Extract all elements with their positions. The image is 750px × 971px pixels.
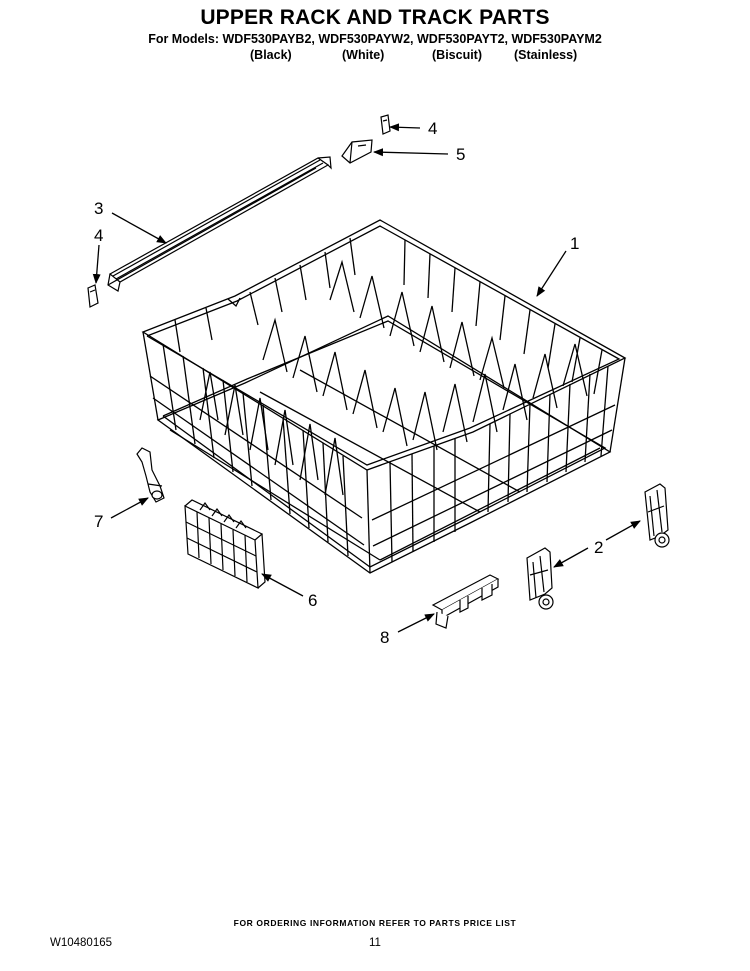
variant-stainless: (Stainless) [514, 48, 578, 62]
document-number: W10480165 [50, 937, 113, 949]
rack-roller-right [644, 483, 670, 548]
callout-4-top: 4 [428, 119, 437, 138]
leader-lines [92, 123, 641, 633]
page-number: 11 [369, 937, 381, 949]
track-end-cap-bottom [87, 284, 99, 308]
ordering-note: FOR ORDERING INFORMATION REFER TO PARTS … [233, 918, 517, 928]
tine-row-insert [184, 499, 266, 589]
models-line: For Models: WDF530PAYB2, WDF530PAYW2, WD… [148, 32, 602, 46]
callout-6: 6 [308, 591, 317, 610]
callout-8: 8 [380, 628, 389, 647]
callout-4-left: 4 [94, 226, 103, 245]
callout-1: 1 [570, 234, 579, 253]
variant-white: (White) [342, 48, 385, 62]
callout-7: 7 [94, 512, 103, 531]
callout-3: 3 [94, 199, 103, 218]
variant-biscuit: (Biscuit) [432, 48, 482, 62]
track-rail [107, 156, 332, 292]
track-stop [341, 139, 373, 164]
rack-clip [136, 447, 165, 503]
callout-5: 5 [456, 145, 465, 164]
variant-black: (Black) [250, 48, 292, 62]
upper-rack-basket [141, 219, 627, 574]
model-variants: (Black) (White) (Biscuit) (Stainless) [0, 48, 750, 64]
page-title: UPPER RACK AND TRACK PARTS [200, 6, 550, 29]
track-end-cap-top [380, 114, 391, 135]
rack-roller-left [526, 547, 554, 610]
callout-2: 2 [594, 538, 603, 557]
rack-bracket [431, 574, 500, 629]
